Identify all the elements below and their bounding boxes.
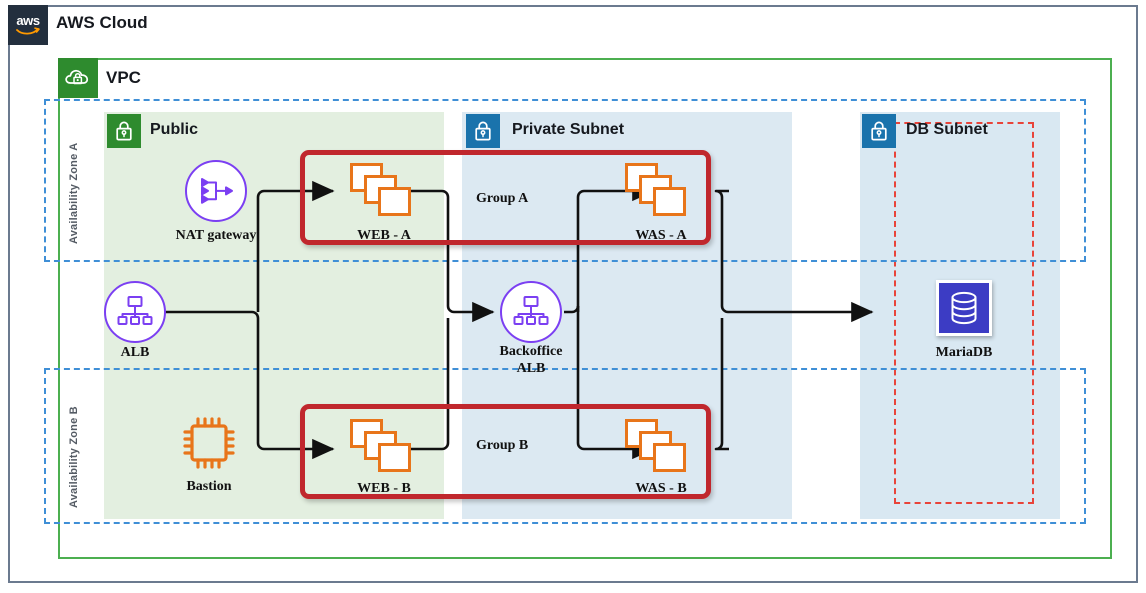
- web-a-ec2-instances-icon: [350, 163, 414, 219]
- was-a-ec2-instances-icon: [625, 163, 689, 219]
- db-subnet-dashed-group: [894, 122, 1034, 504]
- web-b-label: WEB - B: [357, 481, 411, 496]
- public-subnet-lock-icon: [107, 114, 141, 148]
- mariadb-label: MariaDB: [935, 345, 993, 360]
- availability-zone-b-label: Availability Zone B: [68, 406, 80, 508]
- alb-label: ALB: [120, 345, 150, 360]
- aws-smile-icon: [16, 26, 40, 35]
- was-b-ec2-instances-icon: [625, 419, 689, 475]
- was-b-label: WAS - B: [635, 481, 687, 496]
- aws-logo-text: aws: [16, 12, 40, 28]
- aws-cloud-title: AWS Cloud: [56, 13, 148, 32]
- alb-load-balancer-icon: [104, 281, 166, 343]
- backoffice-alb-label-line2: ALB: [516, 361, 546, 376]
- group-b-boundary: [300, 404, 711, 499]
- web-b-ec2-instances-icon: [350, 419, 414, 475]
- db-subnet-title: DB Subnet: [906, 121, 988, 138]
- private-subnet-title: Private Subnet: [512, 121, 625, 138]
- was-a-label: WAS - A: [635, 228, 687, 243]
- availability-zone-a-boundary: [44, 99, 1086, 262]
- vpc-title: VPC: [106, 68, 141, 87]
- group-a-boundary: [300, 150, 711, 245]
- bastion-label: Bastion: [186, 479, 232, 494]
- aws-logo: aws: [8, 5, 48, 45]
- backoffice-alb-load-balancer-icon: [500, 281, 562, 343]
- group-b-label: Group B: [476, 438, 529, 453]
- vpc-cloud-lock-icon: [58, 58, 98, 98]
- backoffice-alb-label-line1: Backoffice: [499, 344, 563, 359]
- availability-zone-a-label: Availability Zone A: [68, 142, 80, 244]
- nat-gateway-icon: [185, 160, 247, 222]
- web-a-label: WEB - A: [357, 228, 411, 243]
- bastion-cpu-chip-icon: [179, 413, 239, 473]
- db-subnet-lock-icon: [862, 114, 896, 148]
- availability-zone-b-boundary: [44, 368, 1086, 524]
- private-subnet-lock-icon: [466, 114, 500, 148]
- nat-gateway-label: NAT gateway: [175, 228, 257, 243]
- public-subnet-title: Public: [150, 121, 199, 138]
- mariadb-database-icon: [936, 280, 992, 336]
- group-a-label: Group A: [476, 191, 529, 206]
